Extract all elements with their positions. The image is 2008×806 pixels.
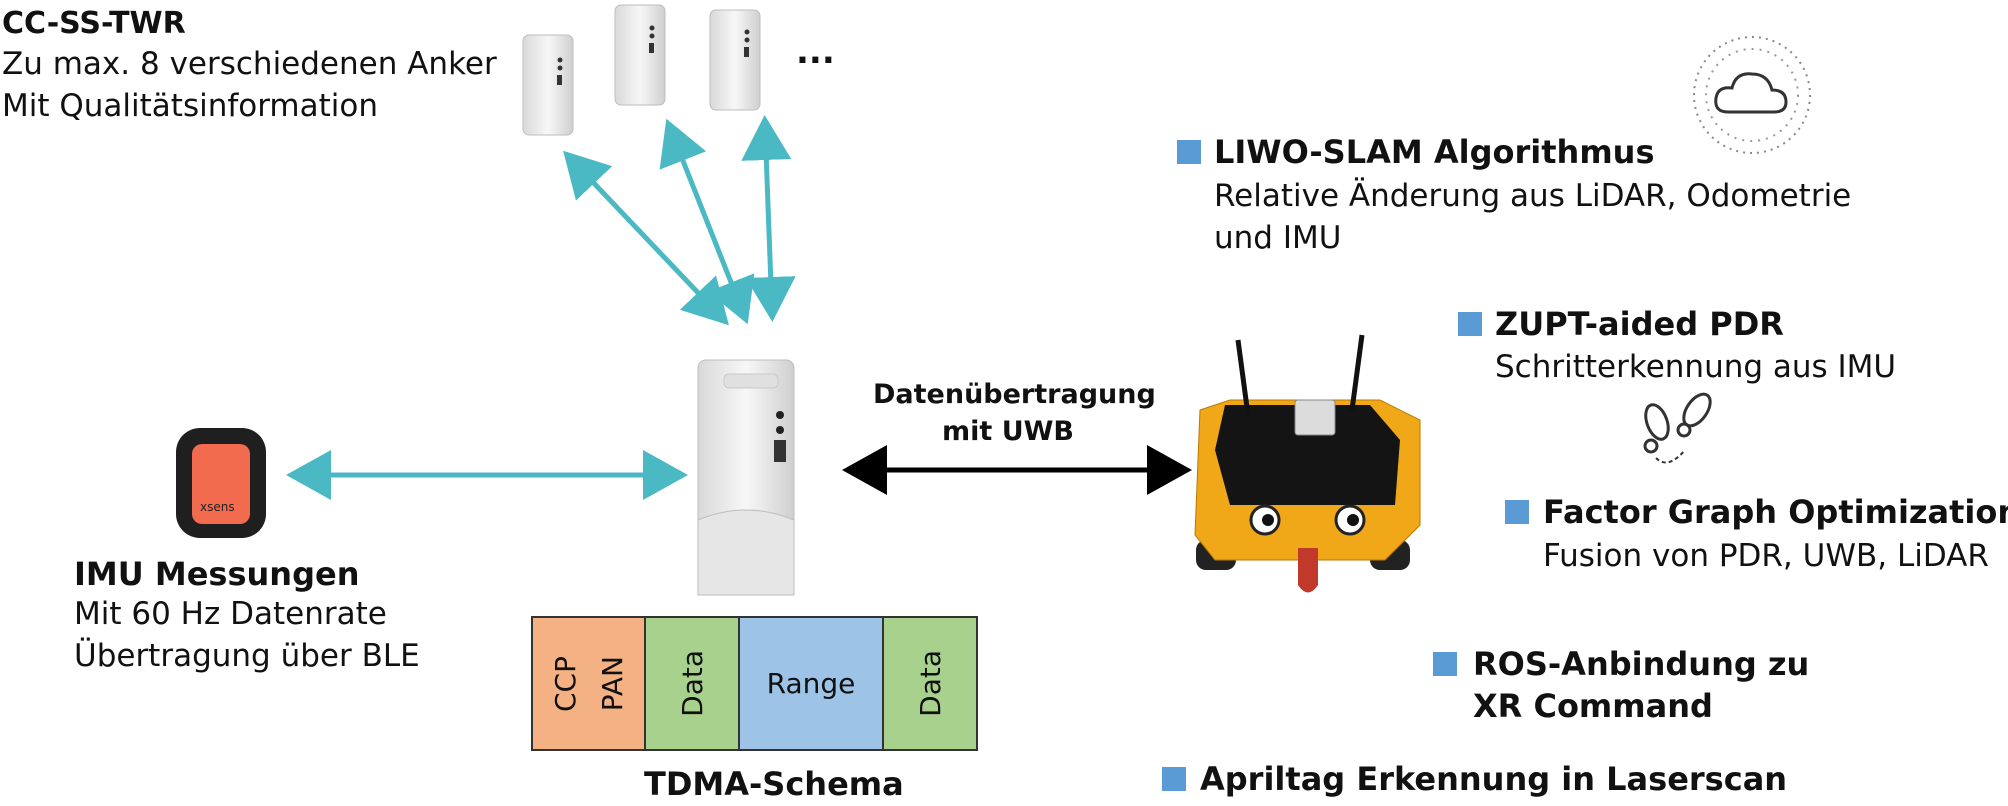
cc-ss-twr-line1: Zu max. 8 verschiedenen Anker — [2, 46, 497, 82]
tdma-slot-data-1-label: Data — [675, 650, 709, 717]
tdma-slot-ccp-pan: CCP PAN — [531, 616, 646, 751]
feature-bullet-3 — [1505, 500, 1529, 524]
tdma-slot-range-label: Range — [766, 667, 856, 700]
feature-5-title: Apriltag Erkennung in Laserscan — [1200, 760, 1788, 798]
feature-bullet-5 — [1162, 767, 1186, 791]
feature-3-title: Factor Graph Optimization — [1543, 493, 2008, 531]
footprints-icon — [1643, 392, 1712, 464]
imu-device-label: xsens — [200, 500, 235, 514]
tdma-slot-data-2-label: Data — [913, 650, 947, 717]
robot-platform — [1194, 334, 1421, 593]
tdma-slot-data-2: Data — [882, 616, 978, 751]
imu-line2: Übertragung über BLE — [74, 638, 420, 674]
tdma-slot-pan: PAN — [595, 655, 629, 712]
xsens-imu-device — [176, 428, 266, 538]
cloud-icon — [1693, 36, 1811, 154]
tdma-slot-data-1: Data — [644, 616, 740, 751]
uwb-link-label-2: mit UWB — [942, 416, 1074, 447]
imu-line1: Mit 60 Hz Datenrate — [74, 596, 387, 632]
cc-ss-twr-line2: Mit Qualitätsinformation — [2, 88, 379, 124]
feature-1-line1: Relative Änderung aus LiDAR, Odometrie — [1214, 178, 1852, 214]
arrow-tag-anchor-1 — [563, 150, 729, 326]
anchors-more: ... — [796, 32, 835, 72]
feature-bullet-2 — [1458, 312, 1482, 336]
anchor-device-1 — [522, 34, 574, 136]
arrow-tag-anchor-3 — [741, 115, 796, 322]
uwb-link-label-1: Datenübertragung — [873, 379, 1156, 410]
imu-title: IMU Messungen — [74, 555, 360, 593]
tdma-slot-range: Range — [738, 616, 884, 751]
feature-bullet-1 — [1177, 140, 1201, 164]
feature-3-line1: Fusion von PDR, UWB, LiDAR — [1543, 538, 1989, 574]
tdma-title: TDMA-Schema — [644, 765, 904, 803]
feature-1-title: LIWO-SLAM Algorithmus — [1214, 133, 1655, 171]
arrow-tag-anchor-2 — [659, 118, 755, 325]
feature-1-line2: und IMU — [1214, 220, 1342, 256]
tdma-slot-ccp: CCP — [548, 655, 582, 712]
feature-2-title: ZUPT-aided PDR — [1495, 305, 1784, 343]
feature-4-line1: XR Command — [1473, 687, 1713, 725]
anchor-device-3 — [709, 9, 761, 111]
feature-4-title: ROS-Anbindung zu — [1473, 645, 1810, 683]
uwb-tag-device — [697, 359, 795, 596]
cc-ss-twr-title: CC-SS-TWR — [2, 6, 186, 41]
feature-bullet-4 — [1433, 652, 1457, 676]
feature-2-line1: Schritterkennung aus IMU — [1495, 349, 1897, 385]
anchor-device-2 — [614, 4, 666, 106]
